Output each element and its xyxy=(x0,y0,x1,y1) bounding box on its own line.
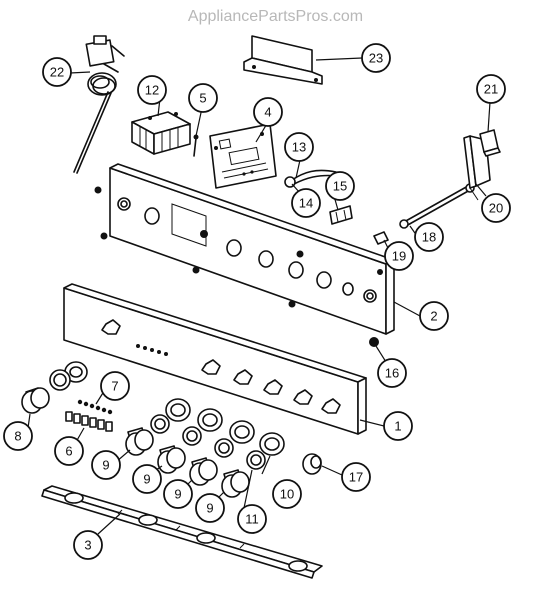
callout-9a: 9 xyxy=(91,450,121,480)
callout-9c: 9 xyxy=(163,479,193,509)
part-8-knob-ring xyxy=(21,361,88,414)
callout-21: 21 xyxy=(476,74,506,104)
svg-text:17: 17 xyxy=(349,470,363,485)
svg-text:4: 4 xyxy=(264,105,271,120)
svg-text:2: 2 xyxy=(430,309,437,324)
callout-15: 15 xyxy=(325,171,355,201)
callout-23: 23 xyxy=(361,43,391,73)
part-22-thermostat xyxy=(73,35,125,174)
svg-text:16: 16 xyxy=(385,366,399,381)
part-15-terminal-block xyxy=(329,205,353,225)
svg-text:22: 22 xyxy=(50,65,64,80)
svg-text:23: 23 xyxy=(369,51,383,66)
svg-text:20: 20 xyxy=(489,201,503,216)
callout-7: 7 xyxy=(100,371,130,401)
part-4-circuit-board xyxy=(209,123,277,189)
part-3-trim-strip xyxy=(41,485,323,579)
callout-22: 22 xyxy=(42,57,72,87)
svg-text:19: 19 xyxy=(392,249,406,264)
callout-20: 20 xyxy=(481,193,511,223)
svg-text:10: 10 xyxy=(280,487,294,502)
svg-text:5: 5 xyxy=(199,91,206,106)
part-23-bracket xyxy=(243,35,323,85)
svg-text:7: 7 xyxy=(111,379,118,394)
part-7-buttons xyxy=(77,399,113,415)
callout-9d: 9 xyxy=(195,493,225,523)
callout-9b: 9 xyxy=(132,464,162,494)
svg-text:13: 13 xyxy=(292,140,306,155)
svg-text:21: 21 xyxy=(484,82,498,97)
svg-text:9: 9 xyxy=(143,472,150,487)
svg-text:12: 12 xyxy=(145,83,159,98)
part-5-screw xyxy=(193,134,199,157)
watermark-text: AppliancePartsPros.com xyxy=(187,8,364,25)
svg-text:6: 6 xyxy=(65,444,72,459)
callout-3: 3 xyxy=(73,530,103,560)
callout-6: 6 xyxy=(54,436,84,466)
knob-assembly-rings xyxy=(125,398,285,498)
callout-13: 13 xyxy=(284,132,314,162)
callout-18: 18 xyxy=(414,222,444,252)
svg-text:9: 9 xyxy=(206,501,213,516)
svg-text:3: 3 xyxy=(84,538,91,553)
part-6-pushbuttons xyxy=(65,411,113,432)
part-17-knob xyxy=(302,453,322,475)
svg-text:9: 9 xyxy=(174,487,181,502)
callout-4: 4 xyxy=(253,97,283,127)
part-2-back-panel xyxy=(94,163,395,335)
callout-12: 12 xyxy=(137,75,167,105)
svg-text:9: 9 xyxy=(102,458,109,473)
callout-5: 5 xyxy=(188,83,218,113)
callout-19: 19 xyxy=(384,241,414,271)
part-19-clip xyxy=(373,231,389,245)
svg-text:15: 15 xyxy=(333,179,347,194)
svg-text:1: 1 xyxy=(394,419,401,434)
part-21-switch-box xyxy=(479,129,501,157)
svg-text:14: 14 xyxy=(299,196,313,211)
callout-10: 10 xyxy=(272,479,302,509)
svg-text:18: 18 xyxy=(422,230,436,245)
callout-2: 2 xyxy=(419,301,449,331)
callout-17: 17 xyxy=(341,462,371,492)
callout-8: 8 xyxy=(3,421,33,451)
callout-11: 11 xyxy=(237,504,267,534)
callout-16: 16 xyxy=(377,358,407,388)
part-1-front-panel xyxy=(63,283,367,435)
callout-1: 1 xyxy=(383,411,413,441)
svg-text:11: 11 xyxy=(245,512,259,527)
part-16-grommet xyxy=(369,337,379,347)
svg-text:8: 8 xyxy=(14,429,21,444)
part-18-wire-harness xyxy=(399,183,475,229)
part-12-switch-block xyxy=(131,111,191,155)
callout-14: 14 xyxy=(291,188,321,218)
